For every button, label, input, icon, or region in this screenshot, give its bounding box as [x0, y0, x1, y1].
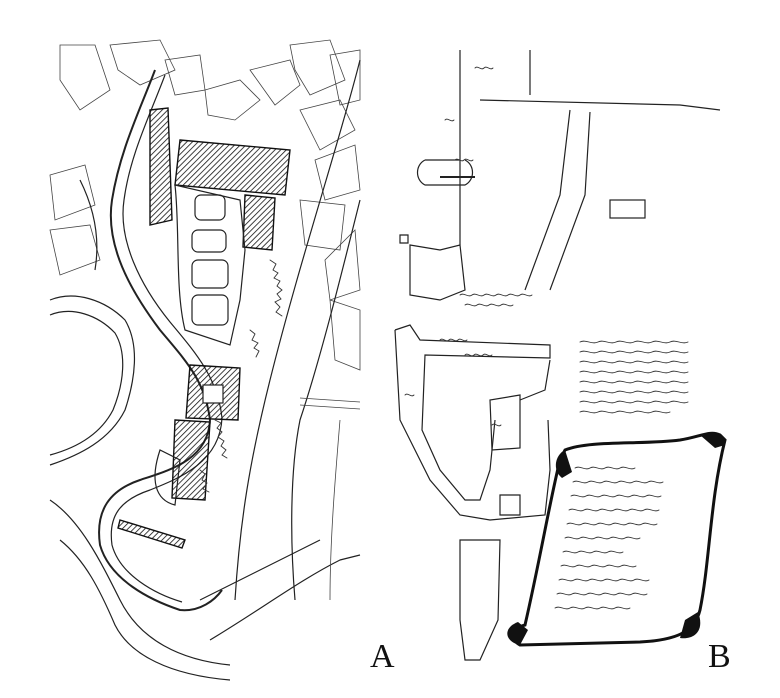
- plan-outlines: [394, 50, 721, 661]
- town-blocks: [49, 39, 361, 371]
- handwritten-note: [579, 340, 689, 414]
- map-panel-a: A: [49, 39, 395, 681]
- courtyards: [154, 184, 246, 506]
- manuscript-plan-b: [394, 50, 727, 661]
- castle-buildings: [117, 107, 291, 549]
- panel-label-a: A: [370, 638, 395, 675]
- map-panel-b: B: [380, 0, 780, 698]
- site-plan-a: [49, 39, 361, 681]
- river: [234, 59, 361, 601]
- legend-scroll: [507, 431, 727, 647]
- panel-label-b: B: [708, 638, 731, 675]
- plan-annotations: [404, 66, 533, 427]
- rocky-slope: [199, 259, 283, 493]
